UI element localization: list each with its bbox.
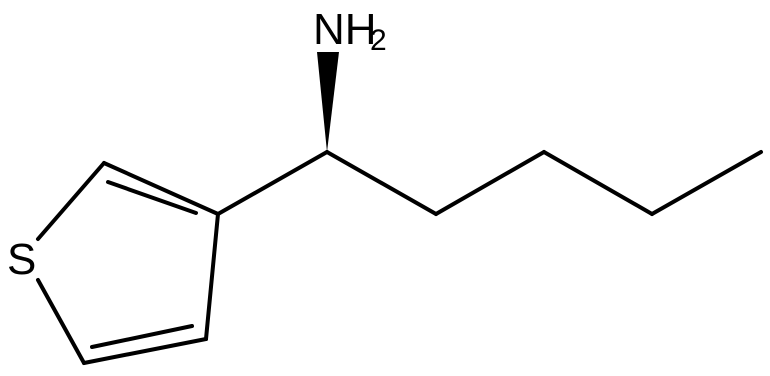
bond-ring-s-c5 bbox=[36, 278, 86, 365]
bond-c2-c3 bbox=[434, 150, 546, 216]
bond-c1-c2 bbox=[325, 150, 438, 216]
bond-ring-c4-c3 bbox=[204, 212, 220, 341]
nh2-label: NH bbox=[313, 5, 377, 54]
nh2-subscript: 2 bbox=[370, 24, 387, 57]
bond-ring-c3-c2-inner bbox=[106, 180, 198, 215]
sulfur-label: S bbox=[7, 235, 36, 284]
bond-ring-c3-c2 bbox=[102, 161, 220, 216]
wedge-bond-c1-n bbox=[317, 52, 339, 152]
bond-c4-c5 bbox=[650, 150, 763, 216]
bond-c1-thiophene bbox=[216, 150, 329, 216]
bond-c3-c4 bbox=[542, 150, 654, 216]
bond-ring-c5-c4 bbox=[82, 337, 208, 365]
bond-ring-c2-s bbox=[36, 161, 106, 241]
bond-ring-c5-c4-inner bbox=[90, 324, 194, 349]
